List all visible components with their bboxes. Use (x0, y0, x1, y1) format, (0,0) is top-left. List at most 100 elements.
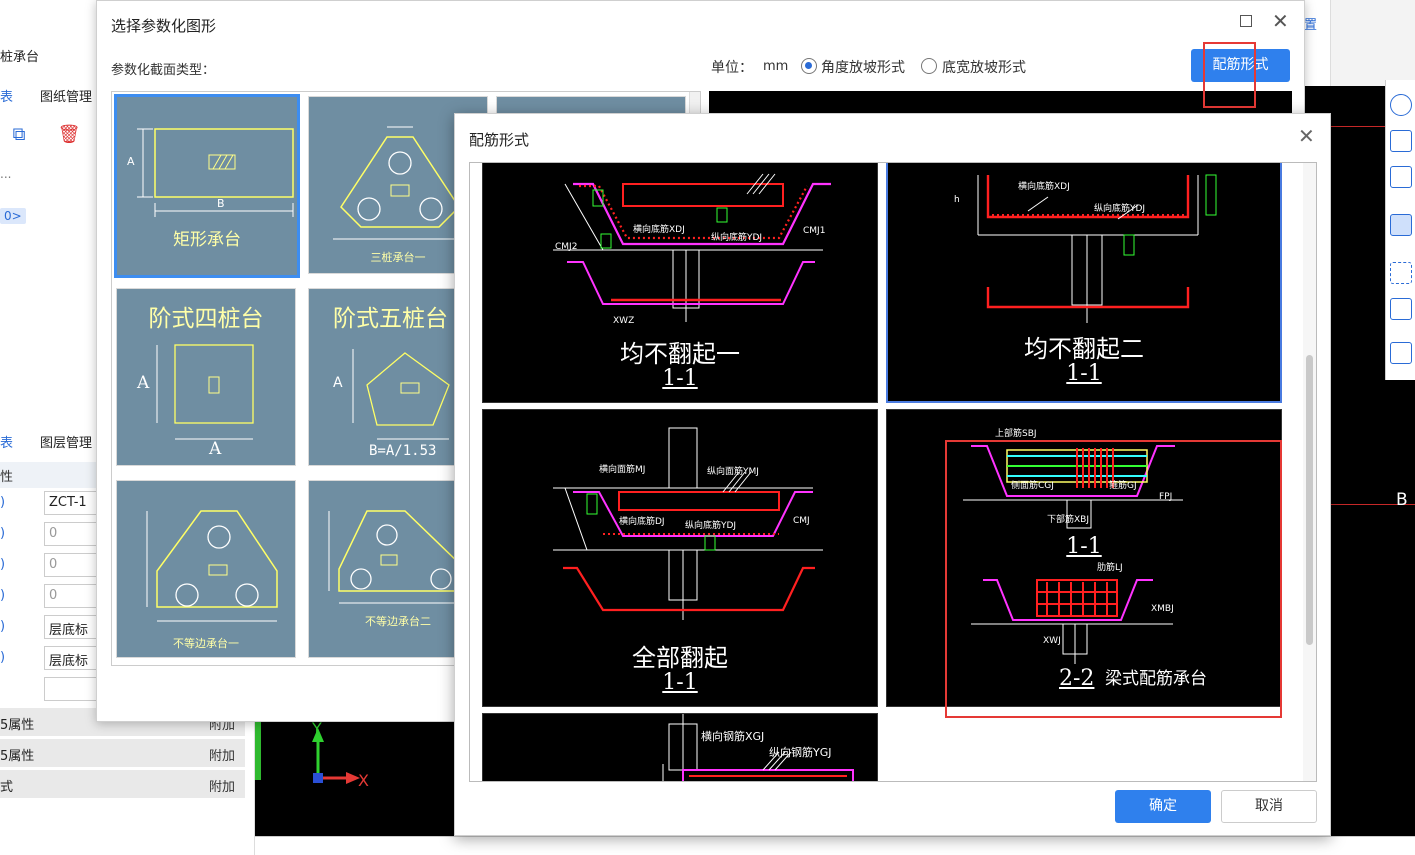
ucs-axis-icon: Y X (311, 720, 369, 790)
tab-layer-management[interactable]: 图层管理 (40, 436, 93, 451)
property-label: ) (0, 526, 6, 541)
property-label: ) (0, 588, 6, 603)
unit-value: mm (763, 59, 789, 74)
property-label: ) (0, 619, 6, 634)
tab-drawing-management[interactable]: 图纸管理 (40, 90, 93, 105)
ok-button[interactable]: 确定 (1115, 790, 1211, 823)
property-label: ) (0, 557, 6, 572)
rebar-grid-scrollbar[interactable] (1303, 163, 1316, 781)
property-value-field[interactable] (44, 677, 104, 701)
rect-shape-drawing (137, 128, 294, 217)
cad-green-marker (255, 720, 261, 780)
top-right-toolbar (1330, 0, 1415, 86)
section-label: 1-1 (662, 670, 698, 695)
dialog-title: 配筋形式 (469, 131, 530, 149)
dim-label-b: B (217, 197, 225, 210)
delete-icon[interactable]: 🗑 (57, 124, 81, 145)
property-row: ) ZCT-1 (0, 488, 255, 519)
solid-view-icon[interactable] (1390, 214, 1412, 236)
cube-icon[interactable] (1390, 166, 1412, 188)
rebar-option-all-bend[interactable]: 横向面筋MJ 纵向面筋YMJ 横向底筋DJ 纵向底筋YDJ CMJ 全部翻起 1… (482, 409, 878, 707)
orbit-icon[interactable] (1390, 94, 1412, 116)
shape-name: 不等边承台二 (365, 615, 431, 628)
close-icon[interactable]: ✕ (1272, 9, 1289, 33)
three-pile-drawing (333, 126, 467, 240)
attribute-label: 5属性 (0, 749, 35, 764)
property-value-field[interactable]: 层底标 (44, 615, 104, 639)
rebar-form-button[interactable]: 配筋形式 (1191, 49, 1290, 82)
svg-text:Y: Y (311, 720, 322, 738)
step-five-drawing (352, 349, 450, 440)
attribute-row[interactable]: 5属性 附加 (0, 739, 245, 768)
radio-angle-slope-label[interactable]: 角度放坡形式 (821, 60, 905, 76)
attribute-row[interactable]: 式 附加 (0, 770, 245, 799)
dim-label-a: A (127, 155, 135, 168)
shape-card-unequal-one[interactable]: 不等边承台一 (116, 480, 296, 658)
maximize-icon[interactable] (1240, 15, 1252, 27)
section-label: 1-1 (1066, 361, 1102, 386)
property-value-field[interactable]: 0 (44, 584, 104, 608)
tab-component-list-2[interactable]: 表 (0, 436, 14, 451)
copy-icon[interactable]: ⧉ (12, 124, 26, 145)
property-value-field[interactable]: 0 (44, 553, 104, 577)
property-value-field[interactable]: 层底标 (44, 646, 104, 670)
status-bar (255, 836, 1415, 855)
property-row (0, 674, 255, 705)
rebar-option-no-bend-two[interactable]: 横向底筋XDJ 纵向底筋YDJ h 均不翻起二 1-1 (886, 163, 1282, 403)
rebar-caption: 梁式配筋承台 (1105, 669, 1207, 689)
property-row: )0 (0, 550, 255, 581)
rebar-option-no-bend-one[interactable]: 横向底筋XDJ 纵向底筋YDJ CMJ2 CMJ1 XWZ 均不翻起一 1-1 (482, 163, 878, 403)
tree-node[interactable]: 0> (0, 208, 26, 224)
shape-name: 三桩承台一 (370, 251, 426, 264)
tree-search[interactable]: ... (0, 167, 12, 181)
property-value-field[interactable]: ZCT-1 (44, 491, 104, 515)
section-type-label: 参数化截面类型： (111, 63, 216, 78)
select-box-icon[interactable] (1390, 262, 1412, 284)
shape-name: 矩形承台 (173, 230, 241, 250)
cad-axis-line (1290, 126, 1415, 127)
tab-component-list[interactable]: 表 (0, 90, 14, 105)
rebar-caption: 均不翻起一 (620, 340, 740, 368)
property-row: ) 层底标 (0, 612, 255, 643)
shape-card-step-four[interactable]: 阶式四桩台 A A (116, 288, 296, 466)
rebar-caption: 全部翻起 (632, 644, 728, 672)
list-view-icon[interactable] (1390, 342, 1412, 364)
shape-name: 阶式四桩台 (148, 306, 264, 332)
attribute-label: 5属性 (0, 718, 35, 733)
radio-width-slope-label[interactable]: 底宽放坡形式 (942, 60, 1026, 76)
radio-angle-slope[interactable] (801, 58, 817, 74)
shape-name: 阶式五桩台 (333, 306, 448, 332)
unequal-one-drawing (146, 510, 278, 622)
property-label: ) (0, 650, 6, 665)
section-label-2: 2-2 (1059, 666, 1095, 691)
attribute-action[interactable]: 附加 (208, 749, 235, 764)
unit-label: 单位： (711, 60, 753, 76)
property-value-field[interactable]: 0 (44, 522, 104, 546)
radio-width-slope[interactable] (921, 58, 937, 74)
axis-label: B (1396, 490, 1408, 510)
scroll-thumb[interactable] (1306, 355, 1313, 645)
right-view-toolbar (1385, 80, 1415, 380)
3d-view-icon[interactable] (1390, 130, 1412, 152)
close-icon[interactable]: ✕ (1298, 124, 1315, 148)
panel-title: 桩承台 (0, 50, 40, 65)
cancel-button[interactable]: 取消 (1221, 790, 1317, 823)
svg-text:X: X (358, 771, 369, 790)
attribute-action[interactable]: 附加 (208, 780, 235, 795)
package-icon[interactable] (1390, 298, 1412, 320)
property-row: ) 层底标 (0, 643, 255, 674)
rebar-caption: 均不翻起二 (1024, 335, 1144, 363)
section-label: 1-1 (1066, 534, 1102, 559)
section-label: 1-1 (662, 366, 698, 391)
property-row: )0 (0, 581, 255, 612)
rebar-option-fifth[interactable]: 横向钢筋XGJ 纵向钢筋YGJ (482, 713, 878, 781)
step-four-drawing (156, 344, 254, 440)
cad-axis-line (1290, 504, 1415, 505)
shape-card-rect[interactable]: A B 矩形承台 (114, 94, 300, 278)
rebar-option-beam-type[interactable]: 上部筋SBJ 侧面筋CGJ 箍筋GJ 下部筋XBJ FPJ 肋筋LJ XMBJ … (886, 409, 1282, 707)
rebar-option-grid: 横向底筋XDJ 纵向底筋YDJ CMJ2 CMJ1 XWZ 均不翻起一 1-1 (469, 162, 1317, 782)
toolbar-text[interactable]: 置 (1304, 18, 1318, 33)
attribute-label: 式 (0, 780, 14, 795)
rebar-form-dialog: 配筋形式 ✕ 横向底筋XDJ 纵向底筋YDJ CMJ2 (454, 113, 1331, 836)
property-label: ) (0, 495, 6, 510)
